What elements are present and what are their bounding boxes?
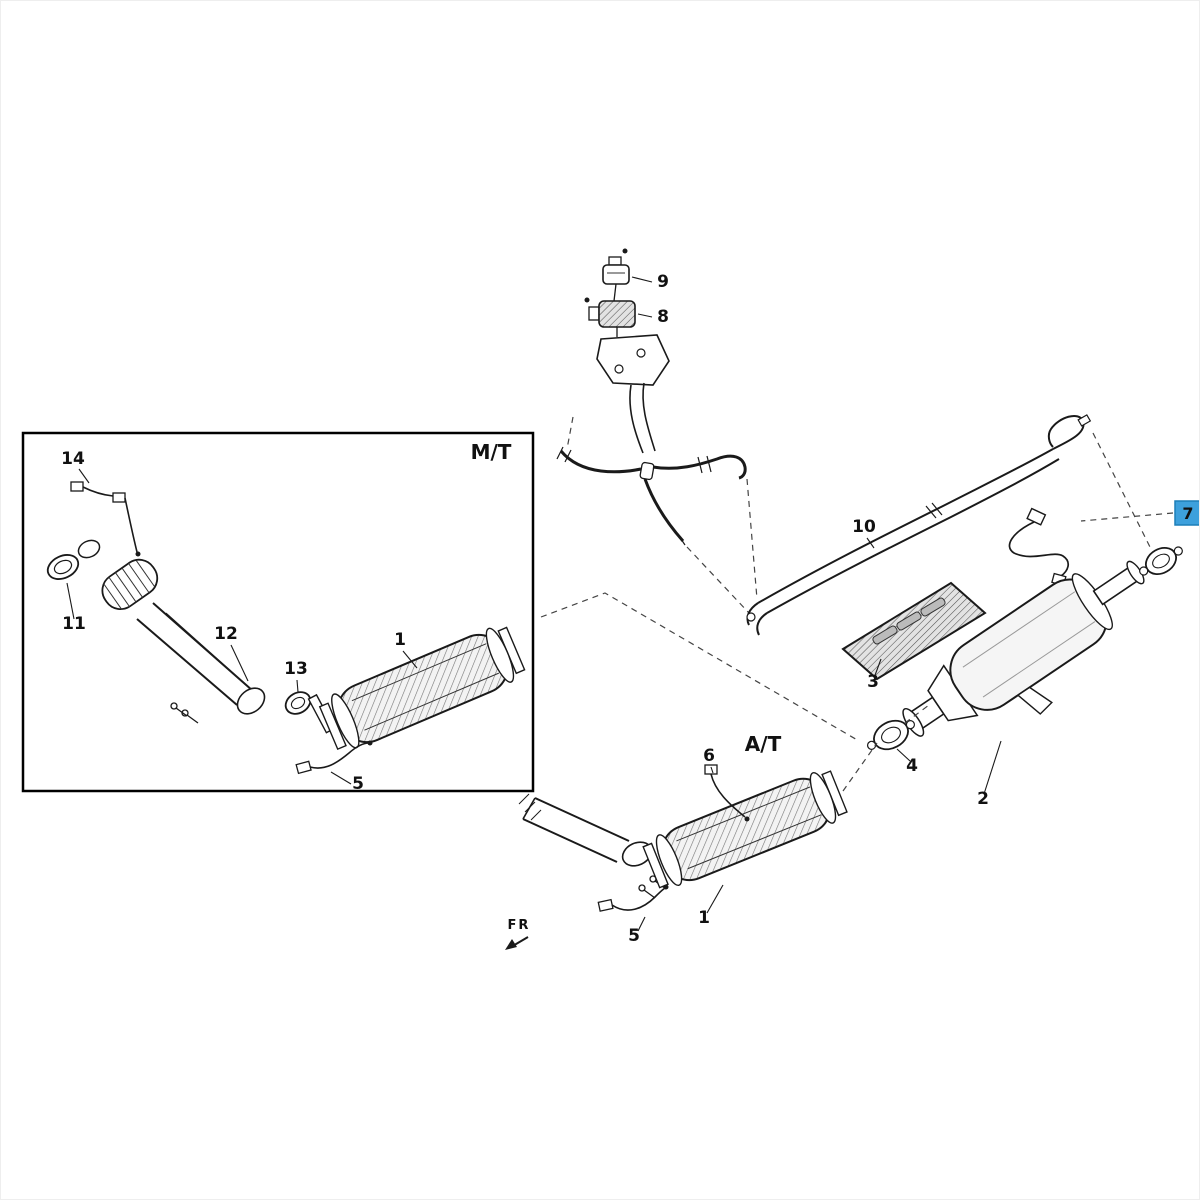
callout-14: 14 <box>61 449 85 469</box>
fr-direction-arrow: FR <box>505 918 531 950</box>
solenoid-valve-9-icon <box>602 248 630 302</box>
oxygen-sensor-wire-14-icon <box>70 481 141 557</box>
highlighted-callout-7[interactable]: 7 <box>1174 500 1200 526</box>
callout-4: 4 <box>906 756 918 776</box>
mounting-bracket-icon <box>596 334 670 454</box>
callout-7[interactable]: 7 <box>1182 504 1193 523</box>
callout-12: 12 <box>214 624 238 644</box>
section-label-mt: M/T <box>471 440 512 464</box>
muffler-2-icon <box>902 560 1145 737</box>
front-pipe-12-icon <box>136 602 266 724</box>
callout-8: 8 <box>657 307 669 327</box>
callout-1-mt: 1 <box>394 630 406 650</box>
callout-10: 10 <box>852 517 876 537</box>
callout-6: 6 <box>703 746 715 766</box>
section-label-at: A/T <box>745 732 782 756</box>
fr-label: FR <box>508 918 531 933</box>
callout-leaders <box>66 276 1002 932</box>
front-flex-pipe-icon <box>101 558 159 611</box>
oxygen-sensor-wire-5at-icon <box>597 884 669 912</box>
callout-3: 3 <box>867 672 879 692</box>
oxygen-sensor-wire-6-icon <box>704 764 750 822</box>
oxygen-sensor-wire-5mt-icon <box>295 740 373 775</box>
callout-5-at: 5 <box>628 926 640 946</box>
heat-shield-3-icon <box>841 581 987 681</box>
flange-gasket-11-icon <box>46 539 101 580</box>
oxygen-sensor-7-icon <box>1008 507 1070 587</box>
callout-1-at: 1 <box>698 908 710 928</box>
mt-box-frame <box>21 431 535 793</box>
vacuum-hoses-icon <box>556 416 758 614</box>
vacuum-valve-8-icon <box>584 297 636 337</box>
callout-labels: 14 11 12 13 1 5 9 8 10 3 4 2 6 1 5 M/T A… <box>61 272 989 946</box>
catalytic-converter-mt-icon <box>318 626 526 751</box>
gasket-4-icon <box>866 719 916 751</box>
callout-2: 2 <box>977 789 989 809</box>
callout-11: 11 <box>62 614 86 634</box>
at-assembly <box>518 764 848 912</box>
highlight-box[interactable] <box>1174 500 1200 526</box>
mt-detail-box <box>21 431 535 793</box>
callout-13: 13 <box>284 659 308 679</box>
breather-pipe-10-icon <box>746 414 1092 636</box>
fr-arrow-head-icon <box>505 939 517 950</box>
tailpipe-gasket-icon <box>1139 546 1183 576</box>
catalytic-converter-at-icon <box>642 770 848 889</box>
alignment-dashed-lines <box>540 432 1174 792</box>
callout-5-mt: 5 <box>352 774 364 794</box>
callout-9: 9 <box>657 272 669 292</box>
